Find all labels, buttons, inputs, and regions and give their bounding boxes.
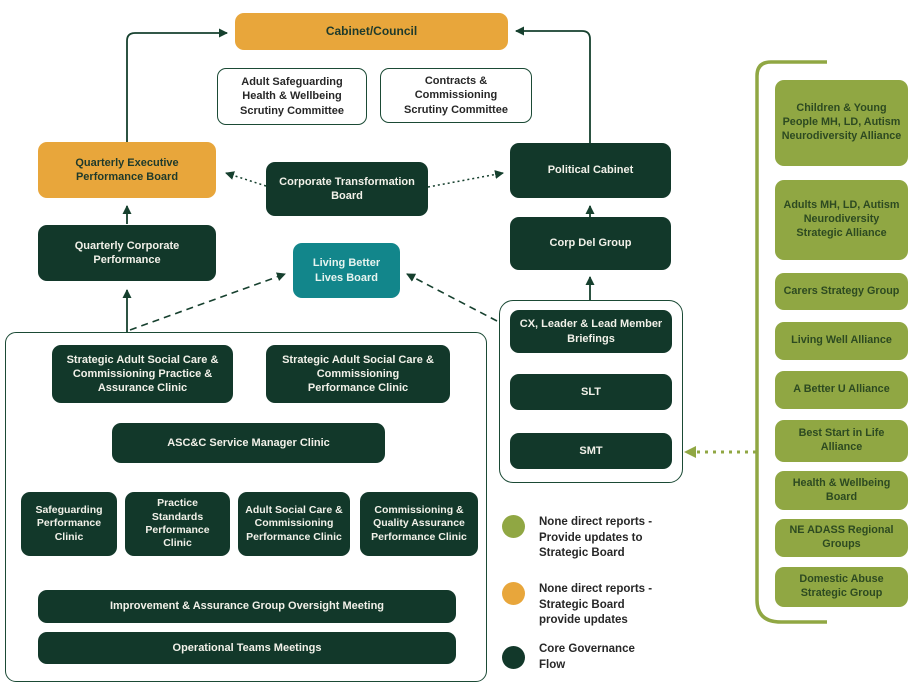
legend-label: None direct reports - Strategic Board pr… (539, 583, 653, 626)
node-cx-leader-briefings: CX, Leader & Lead Member Briefings (510, 310, 672, 353)
partnership-living-well-alliance: Living Well Alliance (775, 322, 908, 360)
node-smt: SMT (510, 433, 672, 469)
node-ascc-service-manager-clinic: ASC&C Service Manager Clinic (112, 423, 385, 463)
node-political-cabinet: Political Cabinet (510, 143, 671, 198)
node-adult-safeguarding-scrutiny: Adult Safeguarding Health & Wellbeing Sc… (217, 68, 367, 125)
node-cabinet-council: Cabinet/Council (235, 13, 508, 50)
node-corp-del-group: Corp Del Group (510, 217, 671, 270)
legend-dot-olive-icon (502, 515, 525, 538)
partnership-carers-strategy-group: Carers Strategy Group (775, 273, 908, 310)
node-safeguarding-performance-clinic: Safeguarding Performance Clinic (21, 492, 117, 556)
node-improvement-oversight-meeting: Improvement & Assurance Group Oversight … (38, 590, 456, 623)
partnership-best-start-in-life: Best Start in Life Alliance (775, 420, 908, 462)
legend-dot-orange-icon (502, 582, 525, 605)
partnership-ne-adass-regional: NE ADASS Regional Groups (775, 519, 908, 557)
node-quarterly-executive-performance-board: Quarterly Executive Performance Board (38, 142, 216, 198)
legend-label: None direct reports - Provide updates to… (539, 516, 653, 559)
partnership-a-better-u-alliance: A Better U Alliance (775, 371, 908, 409)
legend-item-core-governance: Core Governance Flow (502, 642, 661, 673)
partnership-health-wellbeing-board: Health & Wellbeing Board (775, 471, 908, 510)
legend-label: Core Governance Flow (539, 643, 635, 671)
partnership-adults-mh-ld: Adults MH, LD, Autism Neurodiversity Str… (775, 180, 908, 260)
node-slt: SLT (510, 374, 672, 410)
node-commissioning-qa-clinic: Commissioning & Quality Assurance Perfor… (360, 492, 478, 556)
node-quarterly-corporate-performance: Quarterly Corporate Performance (38, 225, 216, 281)
partnership-domestic-abuse-group: Domestic Abuse Strategic Group (775, 567, 908, 607)
legend-item-board-provides: None direct reports - Strategic Board pr… (502, 582, 661, 629)
node-practice-standards-clinic: Practice Standards Performance Clinic (125, 492, 230, 556)
node-strategic-practice-clinic: Strategic Adult Social Care & Commission… (52, 345, 233, 403)
partnership-children-young-people: Children & Young People MH, LD, Autism N… (775, 80, 908, 166)
node-strategic-performance-clinic: Strategic Adult Social Care & Commission… (266, 345, 450, 403)
legend-dot-green-icon (502, 646, 525, 669)
node-operational-teams-meetings: Operational Teams Meetings (38, 632, 456, 664)
node-corporate-transformation-board: Corporate Transformation Board (266, 162, 428, 216)
node-living-better-lives-board: Living Better Lives Board (293, 243, 400, 298)
node-contracts-scrutiny: Contracts & Commissioning Scrutiny Commi… (380, 68, 532, 123)
legend-item-provide-updates: None direct reports - Provide updates to… (502, 515, 661, 562)
node-asc-commissioning-clinic: Adult Social Care & Commissioning Perfor… (238, 492, 350, 556)
